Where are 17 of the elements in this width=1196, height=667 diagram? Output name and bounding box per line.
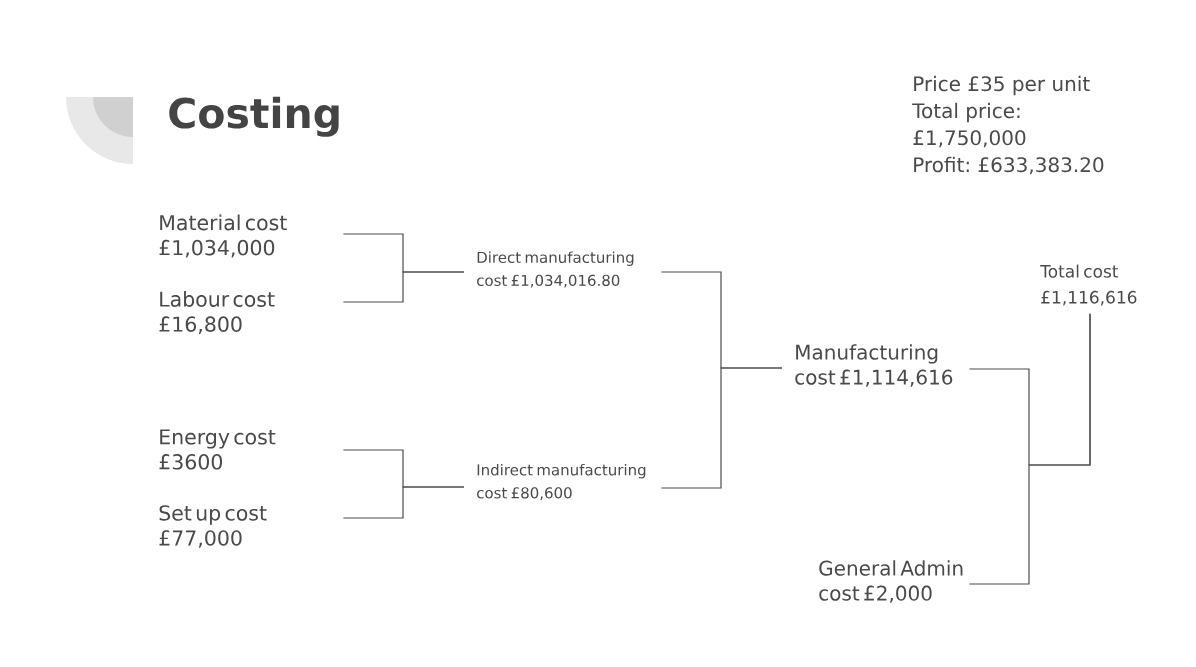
- cost-label: General Admin cost £2,000: [819, 560, 963, 603]
- cost-label: Material cost £1,034,000: [159, 214, 287, 258]
- connector-line: [660, 367, 783, 489]
- cost-label: Set up cost £77,000: [159, 505, 267, 548]
- note-text: Price £35 per unit: [914, 75, 1090, 96]
- cost-label: Total cost £1,116,616: [1040, 264, 1137, 306]
- note-text: Total price: £1,750,000: [912, 102, 1026, 148]
- cost-label: Energy cost £3600: [159, 429, 276, 470]
- note-text: Profit: £633,383.20: [914, 156, 1104, 175]
- connector-line: [968, 313, 1091, 585]
- cost-label: Labour cost £16,800: [159, 291, 275, 334]
- cost-label: Indirect manufacturing cost £80,600: [477, 463, 646, 501]
- cost-label: Direct manufacturing cost £1,034,016.80: [477, 251, 634, 288]
- title: Costing: [169, 96, 339, 137]
- cost-label: Manufacturing cost £1,114,616: [795, 344, 953, 387]
- connector-line: [342, 271, 465, 303]
- connector-line: [342, 486, 465, 519]
